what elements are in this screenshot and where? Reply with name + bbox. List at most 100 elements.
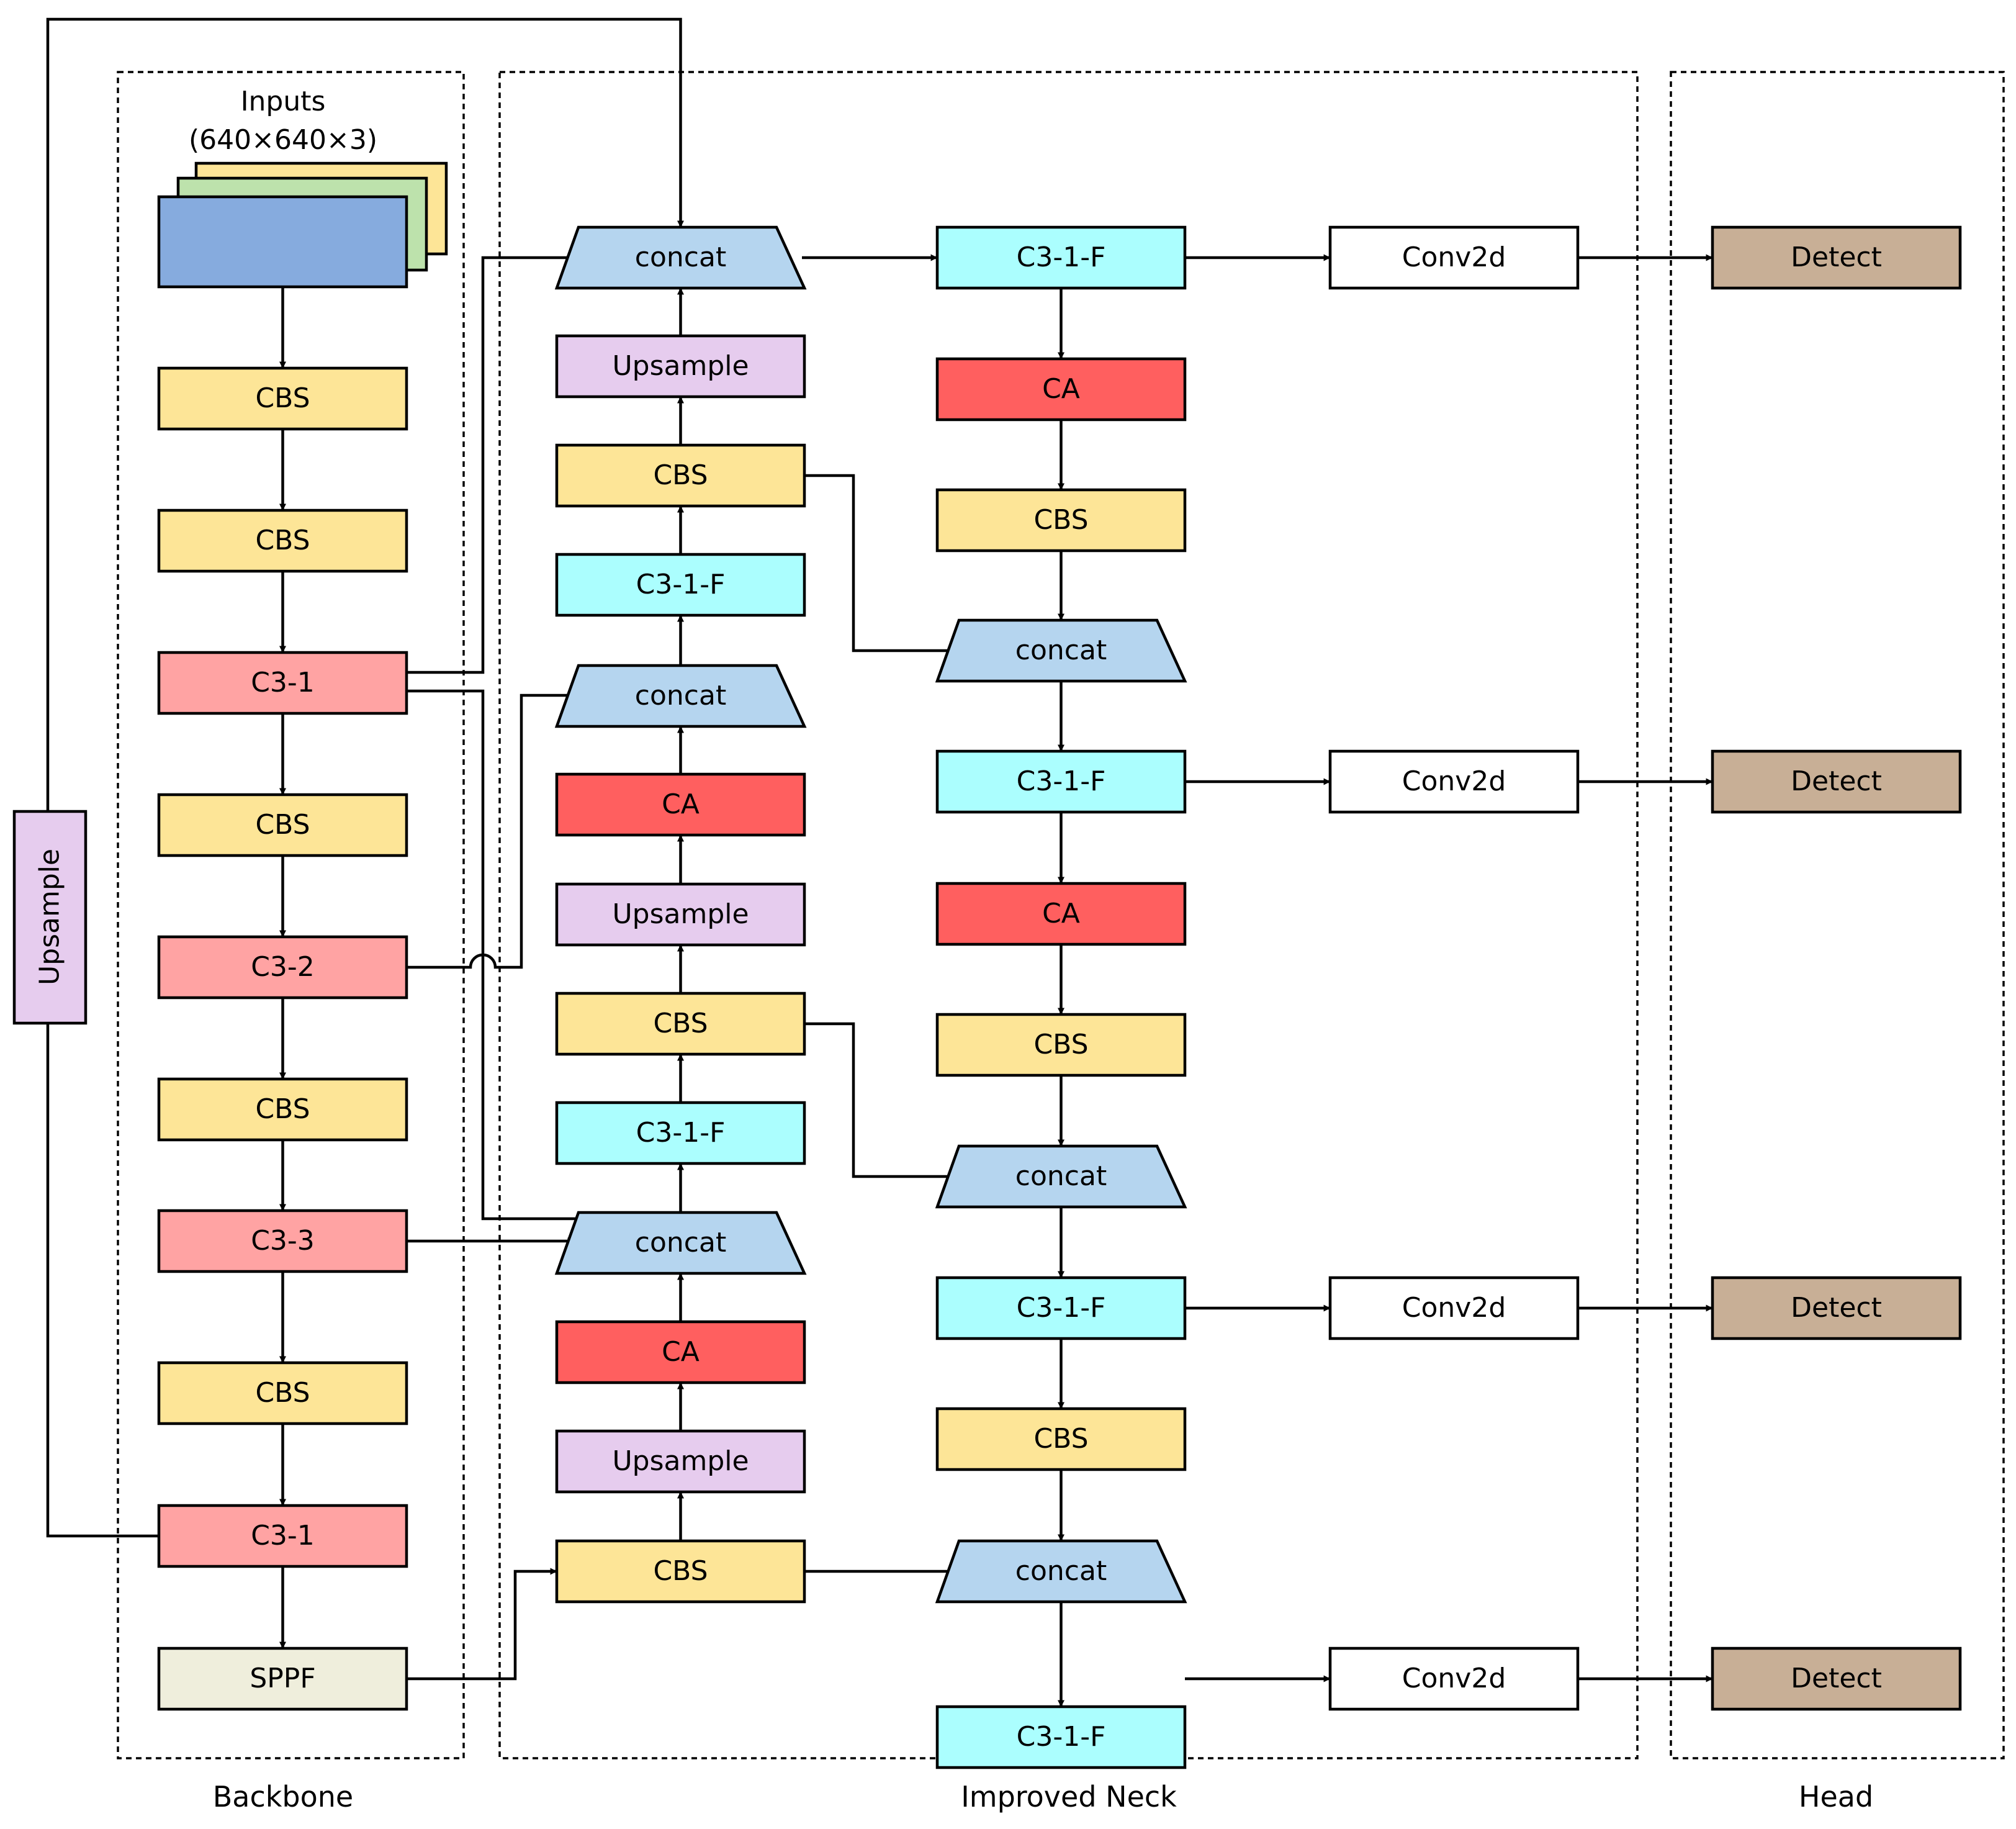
backbone-c3-1-block-3: C3-1 — [157, 651, 408, 715]
neck-left-concat-block-5-shape — [554, 664, 807, 728]
neck-left-upsample-block-12-label: Upsample — [612, 1445, 749, 1477]
neck-left-concat-block-10-label: concat — [635, 1227, 726, 1258]
neck-right-c3-1-f-block-1: C3-1-F — [935, 225, 1187, 290]
neck-left-concat-block-5-label: concat — [635, 680, 726, 711]
neck-right-concat-block-8-label: concat — [1015, 1160, 1107, 1192]
backbone-cbs-block-2: CBS — [157, 508, 408, 573]
neck-left-cbs-block-13-shape — [555, 1539, 806, 1604]
side-upsample-label: Upsample — [34, 849, 66, 985]
neck-left-cbs-block-3-label: CBS — [653, 459, 708, 491]
neck-left-concat-block-1-label: concat — [635, 242, 726, 273]
neck-left-concat-block-5: concat — [554, 664, 807, 728]
detect-block-4: Detect — [1711, 1646, 1962, 1711]
neck-right-c3-1-f-block-5-shape — [935, 749, 1187, 814]
detect-block-3-label: Detect — [1791, 1292, 1882, 1324]
backbone-cbs-block-6-shape — [157, 1077, 408, 1142]
neck-left-cbs-block-8: CBS — [555, 991, 806, 1056]
inputs-title: Inputs — [241, 86, 326, 117]
backbone-cbs-block-1: CBS — [157, 366, 408, 431]
neck-right-ca-block-2-label: CA — [1042, 373, 1080, 405]
neck-right-c3-1-f-block-1-shape — [935, 225, 1187, 290]
conv2d-block-1-shape — [1328, 225, 1580, 290]
neck-right-concat-block-11-shape — [935, 1539, 1187, 1604]
connector-43 — [804, 1022, 955, 1180]
neck-left-upsample-block-7: Upsample — [555, 882, 806, 947]
connector-40 — [407, 1568, 557, 1681]
connector-42 — [804, 474, 955, 654]
neck-right-ca-block-2: CA — [935, 357, 1187, 422]
conv2d-block-2-label: Conv2d — [1402, 765, 1506, 797]
conv2d-block-4-label: Conv2d — [1402, 1663, 1506, 1694]
neck-left-upsample-block-12: Upsample — [555, 1429, 806, 1494]
neck-frame — [498, 71, 1639, 1759]
neck-right-c3-1-f-block-9-shape — [935, 1276, 1187, 1340]
neck-right-c3-1-f-block-9: C3-1-F — [935, 1276, 1187, 1340]
neck-left-cbs-block-3-shape — [555, 443, 806, 508]
neck-right-concat-block-11-label: concat — [1015, 1555, 1107, 1587]
detect-block-4-label: Detect — [1791, 1663, 1882, 1694]
neck-right-cbs-block-3-shape — [935, 488, 1187, 553]
neck-left-concat-block-1: concat — [554, 225, 807, 290]
backbone-c3-2-block-5-shape — [157, 935, 408, 1000]
neck-right-ca-block-6-shape — [935, 882, 1187, 946]
detect-block-1: Detect — [1711, 225, 1962, 290]
neck-right-c3-1-f-block-1-label: C3-1-F — [1017, 242, 1106, 273]
detect-block-2-shape — [1711, 749, 1962, 814]
neck-left-cbs-block-8-label: CBS — [653, 1008, 708, 1039]
neck-left-ca-block-6-label: CA — [662, 788, 700, 820]
connector-38 — [407, 692, 575, 969]
neck-left-upsample-block-12-shape — [555, 1429, 806, 1494]
detect-block-1-label: Detect — [1791, 242, 1882, 273]
neck-left-upsample-block-2-label: Upsample — [612, 350, 749, 382]
backbone-c3-3-block-7: C3-3 — [157, 1209, 408, 1273]
backbone-cbs-block-6: CBS — [157, 1077, 408, 1142]
backbone-frame — [117, 71, 465, 1759]
backbone-c3-1-block-9: C3-1 — [157, 1504, 408, 1568]
backbone-section-label: Backbone — [213, 1780, 353, 1813]
neck-right-concat-block-4-shape — [935, 618, 1187, 683]
backbone-c3-1-block-9-shape — [157, 1504, 408, 1568]
neck-right-ca-block-6: CA — [935, 882, 1187, 946]
backbone-cbs-block-4: CBS — [157, 793, 408, 857]
neck-left-c3-1-f-block-9: C3-1-F — [555, 1101, 806, 1165]
neck-right-cbs-block-10-shape — [935, 1407, 1187, 1471]
conv2d-block-3: Conv2d — [1328, 1276, 1580, 1340]
neck-left-upsample-block-2-shape — [555, 334, 806, 399]
neck-left-cbs-block-3: CBS — [555, 443, 806, 508]
neck-left-ca-block-6: CA — [555, 772, 806, 837]
neck-right-c3-1-f-block-12-label: C3-1-F — [1017, 1721, 1106, 1753]
neck-right-concat-block-8-shape — [935, 1144, 1187, 1209]
neck-left-c3-1-f-block-4-shape — [555, 553, 806, 617]
neck-right-c3-1-f-block-12-shape — [935, 1705, 1187, 1769]
conv2d-block-4: Conv2d — [1328, 1646, 1580, 1711]
conv2d-block-3-shape — [1328, 1276, 1580, 1340]
conv2d-block-3-label: Conv2d — [1402, 1292, 1506, 1324]
backbone-c3-1-block-9-label: C3-1 — [251, 1520, 315, 1551]
head-frame — [1670, 71, 2005, 1759]
neck-left-c3-1-f-block-4: C3-1-F — [555, 553, 806, 617]
neck-right-concat-block-4-label: concat — [1015, 635, 1107, 666]
neck-right-ca-block-6-label: CA — [1042, 898, 1080, 929]
neck-left-concat-block-1-shape — [554, 225, 807, 290]
backbone-cbs-block-2-shape — [157, 508, 408, 573]
connector-34 — [46, 1023, 159, 1538]
neck-left-ca-block-11-shape — [555, 1320, 806, 1384]
neck-left-upsample-block-7-shape — [555, 882, 806, 947]
detect-block-4-shape — [1711, 1646, 1962, 1711]
detect-block-3: Detect — [1711, 1276, 1962, 1340]
neck-left-cbs-block-13: CBS — [555, 1539, 806, 1604]
neck-left-upsample-block-2: Upsample — [555, 334, 806, 399]
neck-left-ca-block-6-shape — [555, 772, 806, 837]
neck-left-concat-block-10-shape — [554, 1211, 807, 1275]
neck-right-concat-block-11: concat — [935, 1539, 1187, 1604]
conv2d-block-2: Conv2d — [1328, 749, 1580, 814]
neck-right-ca-block-2-shape — [935, 357, 1187, 422]
conv2d-block-4-shape — [1328, 1646, 1580, 1711]
neck-right-cbs-block-7-shape — [935, 1013, 1187, 1077]
neck-right-cbs-block-7-label: CBS — [1033, 1029, 1088, 1060]
backbone-c3-2-block-5: C3-2 — [157, 935, 408, 1000]
head-section-label: Head — [1799, 1780, 1873, 1813]
neck-right-concat-block-4: concat — [935, 618, 1187, 683]
neck-right-cbs-block-3: CBS — [935, 488, 1187, 553]
